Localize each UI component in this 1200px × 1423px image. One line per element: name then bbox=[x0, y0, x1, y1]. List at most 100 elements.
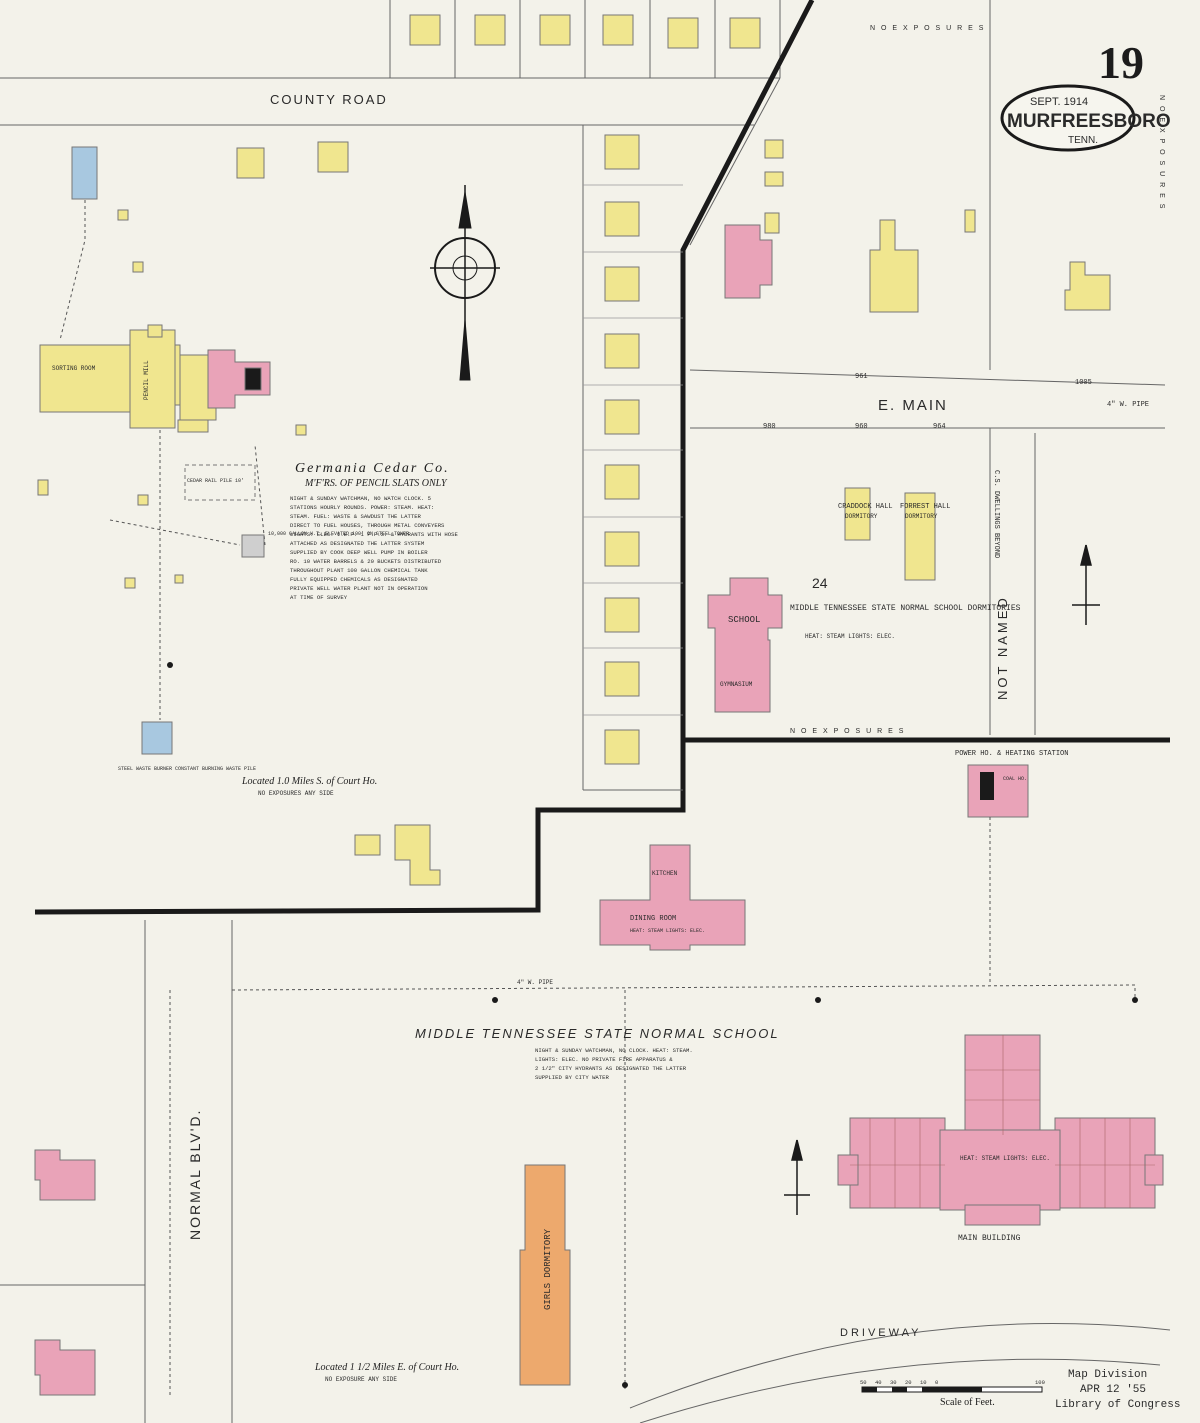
sheet-state: TENN. bbox=[1068, 135, 1098, 146]
addr-961: 961 bbox=[855, 373, 868, 381]
waste-burner-label: STEEL WASTE BURNER CONSTANT BURNING WAST… bbox=[118, 766, 256, 772]
waste-burner bbox=[141, 721, 173, 755]
sorting-room-label: SORTING ROOM bbox=[52, 365, 96, 372]
school-notes: NIGHT & SUNDAY WATCHMAN, NO CLOCK. HEAT:… bbox=[535, 1047, 693, 1081]
scale-tick-0: 0 bbox=[935, 1379, 938, 1386]
hydrant bbox=[815, 997, 821, 1003]
north-arrow-right bbox=[1072, 544, 1100, 625]
hydrant bbox=[1132, 997, 1138, 1003]
svg-text:LIGHTS: ELEC. I.E.P. 1 F.P.S.: LIGHTS: ELEC. I.E.P. 1 F.P.S. & HYDRANTS… bbox=[290, 531, 458, 538]
exposures-middle: N O E X P O S U R E S bbox=[790, 728, 905, 735]
main-building-label: MAIN BUILDING bbox=[958, 1234, 1021, 1243]
addr-1005: 1005 bbox=[1075, 379, 1092, 387]
sheet-date: SEPT. 1914 bbox=[1030, 96, 1088, 108]
scale-tick-40: 40 bbox=[875, 1379, 882, 1386]
svg-text:2 1/2" CITY HYDRANTS AS DESIGN: 2 1/2" CITY HYDRANTS AS DESIGNATED THE L… bbox=[535, 1065, 687, 1072]
e-main-street bbox=[689, 369, 1166, 735]
lot-column bbox=[582, 125, 683, 791]
normal-blvd-dwellings bbox=[34, 1149, 96, 1396]
school-gymnasium bbox=[707, 577, 783, 713]
driveway-edge-outer bbox=[629, 1322, 1171, 1409]
pencil-mill-building bbox=[129, 329, 176, 429]
pencil-mill-label: PENCIL MILL bbox=[143, 360, 150, 400]
e-main-pipe: 4" W. PIPE bbox=[1107, 401, 1149, 409]
svg-text:SUPPLIED BY COOK DEEP WELL PUM: SUPPLIED BY COOK DEEP WELL PUMP IN BOILE… bbox=[290, 549, 428, 556]
svg-text:PRIVATE WELL WATER PLANT NOT I: PRIVATE WELL WATER PLANT NOT IN OPERATIO… bbox=[290, 585, 428, 592]
dwelling bbox=[409, 14, 441, 46]
power-house bbox=[967, 764, 1029, 818]
main-building-heat: HEAT: STEAM LIGHTS: ELEC. bbox=[960, 1155, 1050, 1162]
germania-name: Germania Cedar Co. bbox=[295, 461, 450, 476]
county-road bbox=[0, 77, 780, 126]
hydrant bbox=[167, 662, 173, 668]
water-tank bbox=[241, 534, 265, 558]
halls bbox=[844, 487, 936, 581]
dwelling bbox=[474, 14, 506, 46]
craddock-hall-label: CRADDOCK HALL bbox=[838, 503, 893, 511]
top-dwellings bbox=[409, 14, 761, 49]
addr-960: 960 bbox=[855, 423, 868, 431]
svg-text:STATIONS HOURLY ROUNDS. POWER:: STATIONS HOURLY ROUNDS. POWER: STEAM. HE… bbox=[290, 504, 434, 511]
upper-right-buildings bbox=[724, 139, 1111, 313]
e-main-label: E. MAIN bbox=[878, 397, 948, 414]
scale-bar bbox=[861, 1386, 1043, 1393]
dwelling bbox=[539, 14, 571, 46]
addr-980: 980 bbox=[763, 423, 776, 431]
school-located: Located 1 1/2 Miles E. of Court Ho. bbox=[314, 1362, 459, 1373]
germania-notes: NIGHT & SUNDAY WATCHMAN, NO WATCH CLOCK.… bbox=[290, 495, 458, 601]
svg-text:FULLY EQUIPPED CHEMICALS AS DE: FULLY EQUIPPED CHEMICALS AS DESIGNATED bbox=[290, 576, 418, 583]
school-name: MIDDLE TENNESSEE STATE NORMAL SCHOOL bbox=[415, 1026, 780, 1041]
dining-room-heat: HEAT: STEAM LIGHTS: ELEC. bbox=[630, 928, 705, 934]
svg-text:THROUGHOUT PLANT 100 GALLON CH: THROUGHOUT PLANT 100 GALLON CHEMICAL TAN… bbox=[290, 567, 428, 574]
svg-text:NIGHT & SUNDAY WATCHMAN, NO CL: NIGHT & SUNDAY WATCHMAN, NO CLOCK. HEAT:… bbox=[535, 1047, 693, 1054]
germania-plant bbox=[37, 141, 441, 886]
road-edge bbox=[689, 77, 781, 246]
driveway-edge-inner bbox=[639, 1358, 1161, 1423]
scale-tick-50: 50 bbox=[860, 1379, 867, 1386]
sheet-number: 19 bbox=[1098, 37, 1144, 88]
dining-room-label: DINING ROOM bbox=[630, 915, 676, 923]
hydrant bbox=[622, 1382, 628, 1388]
sheet-city: MURFREESBORO bbox=[1007, 111, 1171, 132]
title-cartouche bbox=[1000, 84, 1136, 152]
dormitories-heat: HEAT: STEAM LIGHTS: ELEC. bbox=[805, 633, 895, 640]
boiler-stack bbox=[980, 772, 994, 800]
svg-text:SUPPLIED BY CITY WATER: SUPPLIED BY CITY WATER bbox=[535, 1074, 609, 1081]
kitchen-label: KITCHEN bbox=[652, 870, 678, 877]
svg-text:RO. 10 WATER BARRELS & 20 BUCK: RO. 10 WATER BARRELS & 20 BUCKETS DISTRI… bbox=[290, 558, 442, 565]
forrest-hall-label: FORREST HALL bbox=[900, 503, 950, 511]
scale-tick-100: 100 bbox=[1035, 1379, 1045, 1386]
lot-column-dividers bbox=[583, 184, 683, 716]
stamp-line-2: APR 12 '55 bbox=[1080, 1384, 1146, 1396]
cs-dwellings-note: C.S. DWELLINGS BEYOND bbox=[992, 470, 1000, 558]
power-house-label: POWER HO. & HEATING STATION bbox=[955, 750, 1068, 758]
gymnasium-label: GYMNASIUM bbox=[720, 681, 753, 688]
lot-column-dwellings bbox=[604, 134, 640, 765]
germania-pipes bbox=[59, 200, 266, 720]
hydrant bbox=[492, 997, 498, 1003]
girls-dormitory-building bbox=[519, 1164, 571, 1386]
svg-text:ATTACHED AS DESIGNATED THE LAT: ATTACHED AS DESIGNATED THE LATTER SYSTEM bbox=[290, 540, 424, 547]
scale-tick-30: 30 bbox=[890, 1379, 897, 1386]
normal-blvd-label: NORMAL BLV'D. bbox=[187, 1109, 203, 1240]
pink-dwelling bbox=[724, 224, 773, 299]
school-pipe-label: 4" W. PIPE bbox=[517, 979, 553, 986]
tank-label: 10,000 GALLON W.T. ELEVATED 100' ON STEE… bbox=[268, 531, 409, 537]
coal-ho-label: COAL HO. bbox=[1003, 776, 1027, 782]
addr-964: 964 bbox=[933, 423, 946, 431]
dwelling bbox=[602, 14, 634, 46]
school-label: SCHOOL bbox=[728, 615, 760, 625]
cedar-rail-pile bbox=[184, 464, 256, 501]
school-water-pipes bbox=[169, 984, 1136, 1395]
germania-located: Located 1.0 Miles S. of Court Ho. bbox=[241, 776, 377, 787]
dining-room-building bbox=[599, 844, 746, 951]
north-arrow-bottom bbox=[784, 1139, 810, 1215]
county-road-label: COUNTY ROAD bbox=[270, 92, 388, 107]
stamp-line-3: Library of Congress bbox=[1055, 1399, 1180, 1411]
main-building-rooms bbox=[850, 1035, 1155, 1208]
stamp-line-1: Map Division bbox=[1068, 1369, 1147, 1381]
scale-label: Scale of Feet. bbox=[940, 1397, 995, 1408]
craddock-hall-sub: DORMITORY bbox=[845, 513, 878, 520]
svg-text:STEAM. FUEL: WASTE & SAWDUST T: STEAM. FUEL: WASTE & SAWDUST THE LATTER bbox=[290, 513, 422, 520]
